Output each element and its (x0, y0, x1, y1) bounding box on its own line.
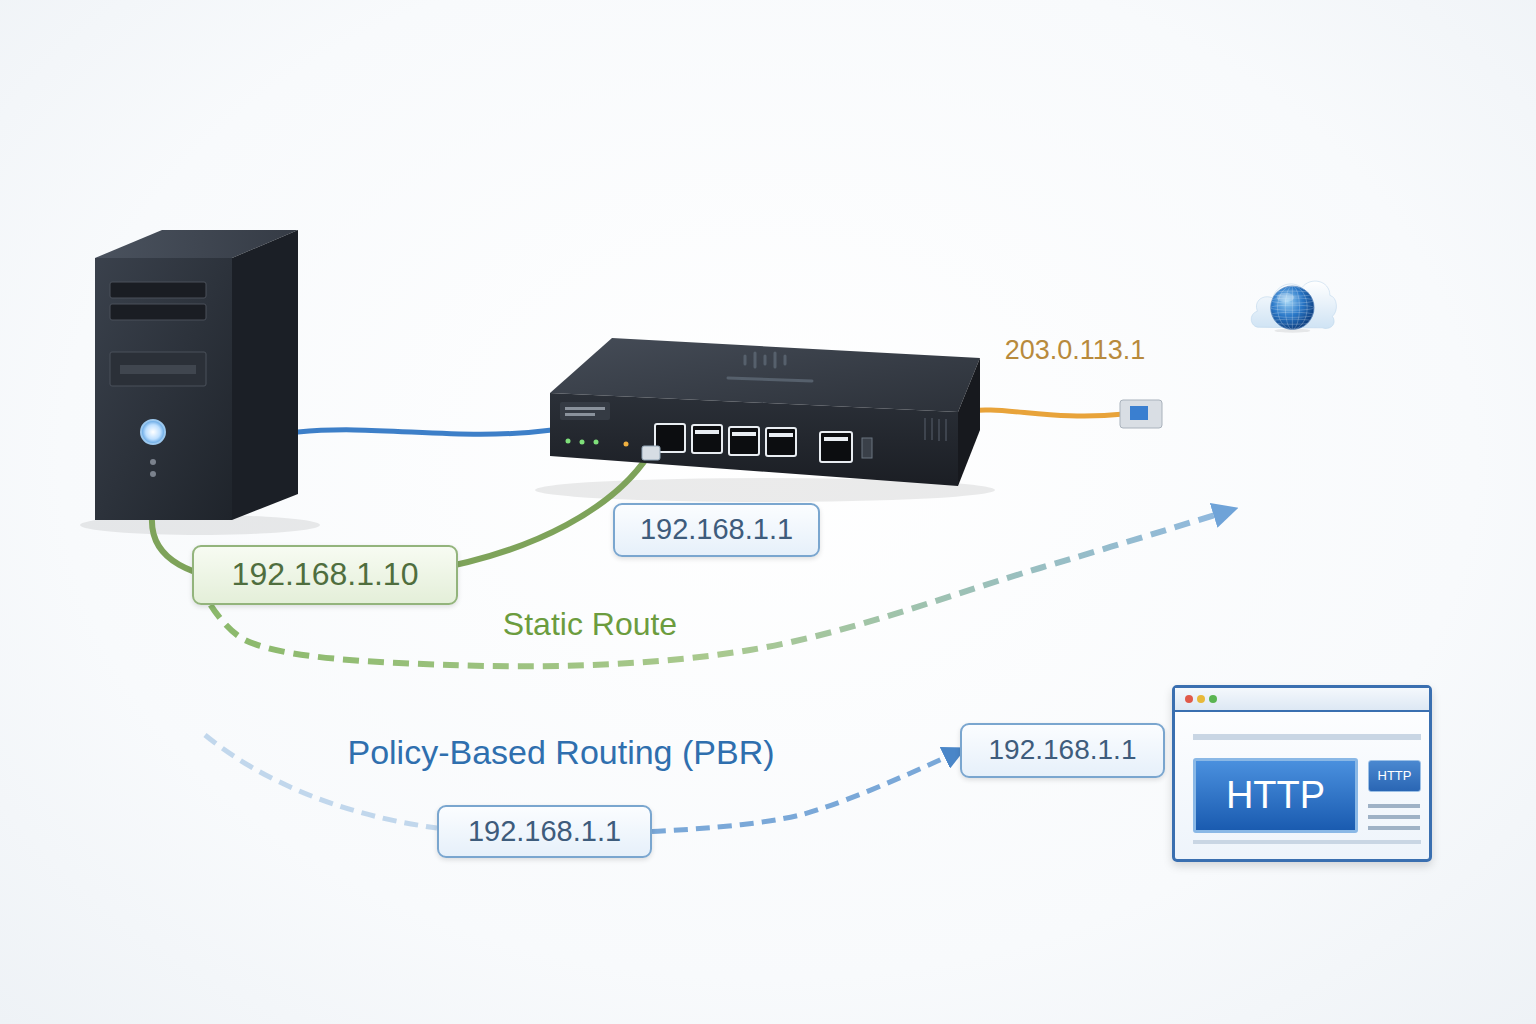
router (784, 356, 787, 364)
router (565, 413, 595, 416)
router (566, 439, 571, 444)
ip-address-tag: 192.168.1.10 (192, 545, 458, 605)
router (550, 338, 980, 486)
router (945, 419, 947, 441)
ethernet-cable (298, 430, 552, 434)
edge-label: Static Route (503, 607, 677, 642)
router (732, 432, 756, 436)
leader-line (205, 735, 437, 828)
ip-address: 192.168.1.10 (232, 557, 419, 592)
ip-address: 192.168.1.1 (640, 514, 793, 546)
router (958, 358, 980, 486)
browser-window: HTTP HTTP (1172, 685, 1432, 862)
router (820, 432, 852, 462)
window-dot (1209, 695, 1217, 703)
router (560, 402, 610, 420)
router (695, 430, 848, 441)
http-badge: HTTP (1368, 760, 1421, 792)
globe (1271, 286, 1314, 329)
router (754, 353, 757, 367)
router (925, 418, 946, 441)
router (769, 433, 793, 437)
content-bar (1193, 734, 1421, 740)
ip-address-tag: 192.168.1.1 (960, 723, 1165, 778)
router (624, 442, 629, 447)
server-tower (95, 258, 232, 520)
router (594, 440, 599, 445)
globe-meridian (1278, 286, 1308, 329)
ip-address-tag: 192.168.1.1 (437, 805, 652, 858)
router (931, 418, 933, 440)
server-tower (232, 230, 298, 520)
router (728, 353, 812, 381)
globe-meridian (1292, 286, 1293, 329)
globe-grid (1271, 286, 1314, 329)
server-tower (110, 304, 206, 320)
router (565, 407, 605, 410)
text-line (1368, 815, 1420, 819)
wan-address: 203.0.113.1 (1000, 333, 1150, 369)
router (580, 440, 585, 445)
window-dot (1185, 695, 1193, 703)
globe-meridian (1285, 286, 1299, 329)
ip-address: 192.168.1.1 (989, 735, 1137, 766)
server-tower (150, 459, 156, 465)
globe-parallel (1271, 305, 1314, 310)
globe-highlight (1277, 293, 1294, 302)
text-line (1368, 826, 1420, 830)
router (729, 427, 759, 455)
globe-parallel (1271, 319, 1314, 324)
ip-address-tag: 192.168.1.1 (613, 503, 820, 557)
router (766, 428, 796, 456)
pbr-arrow (652, 751, 960, 832)
router (728, 378, 812, 381)
server-tower (141, 420, 165, 444)
router (692, 425, 722, 453)
globe-parallel (1271, 312, 1314, 317)
cable-plug (1120, 400, 1162, 428)
window-dot (1197, 695, 1205, 703)
router (642, 446, 660, 460)
wan-cable (962, 410, 1124, 416)
router (938, 419, 940, 441)
server-tower (95, 230, 298, 520)
content-bar (1193, 840, 1421, 844)
server-tower (150, 471, 156, 477)
router (550, 393, 958, 486)
server-tower (110, 282, 206, 298)
ip-address: 192.168.1.1 (468, 816, 621, 848)
router (824, 437, 848, 441)
internet-cloud: 203.0.113.1 (1160, 275, 1515, 510)
router (695, 430, 719, 434)
cloud-outline (1251, 281, 1336, 328)
edge-label: Policy-Based Routing (PBR) (347, 734, 774, 771)
globe-meridian (1271, 286, 1314, 329)
router (924, 418, 926, 440)
http-button: HTTP (1193, 758, 1358, 833)
server-tower (110, 352, 206, 386)
router (774, 353, 777, 367)
router (764, 356, 767, 364)
router (862, 438, 872, 458)
router (744, 356, 747, 364)
cable-plug (1130, 406, 1148, 420)
server-tower (120, 365, 196, 374)
cloud-shape (1160, 275, 1426, 335)
cable-plug (1120, 400, 1162, 428)
router (655, 424, 852, 462)
static-route-arrow (211, 510, 1231, 666)
text-line (1368, 804, 1420, 808)
